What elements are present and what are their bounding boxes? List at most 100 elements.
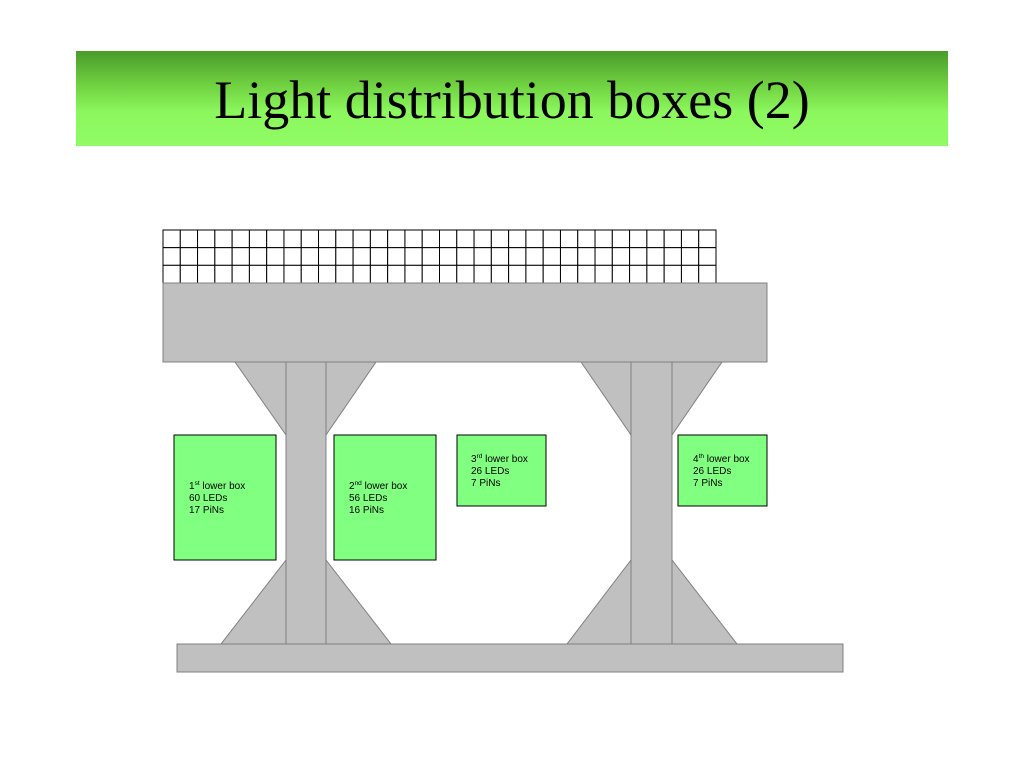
- grid-cell: [542, 247, 561, 266]
- lower-box-1: 1st lower box 60 LEDs 17 PiNs: [173, 434, 277, 561]
- grid-cell: [248, 229, 268, 249]
- grid-cell: [162, 247, 181, 266]
- lower-box-2-title: 2nd lower box: [349, 480, 407, 492]
- grid-cell: [629, 229, 648, 249]
- grid-cell: [680, 264, 700, 284]
- grid-cell: [231, 264, 250, 284]
- lower-box-1-pins: 17 PiNs: [189, 505, 224, 516]
- lower-box-2-pins: 16 PiNs: [349, 505, 384, 516]
- lower-box-3-rect: [456, 434, 547, 507]
- grid-cell: [197, 247, 216, 266]
- grid-cell: [508, 264, 527, 284]
- lower-box-3-title: 3rd lower box: [471, 453, 528, 465]
- grid-cell: [698, 247, 717, 266]
- grid-cell: [266, 264, 285, 284]
- grid-cell: [508, 229, 527, 249]
- grid-cell: [663, 247, 682, 266]
- grid-cell: [197, 264, 216, 284]
- lower-box-4-leds: 26 LEDs: [693, 466, 731, 477]
- lower-box-2-rect: [333, 434, 437, 561]
- grid-cell: [698, 264, 717, 284]
- grid-cell: [369, 229, 389, 249]
- top-beam: [162, 282, 768, 363]
- lower-box-1-title: 1st lower box: [189, 480, 245, 492]
- grid-cell: [629, 247, 648, 266]
- grid-cell: [231, 229, 250, 249]
- grid-cell: [352, 264, 371, 284]
- grid-cell: [611, 247, 631, 266]
- grid-cell: [214, 264, 233, 284]
- lower-box-2: 2nd lower box 56 LEDs 16 PiNs: [333, 434, 437, 561]
- grid-cell: [559, 264, 579, 284]
- lower-box-1-leds: 60 LEDs: [189, 493, 227, 504]
- lower-box-4: 4th lower box 26 LEDs 7 PiNs: [677, 434, 768, 507]
- lower-box-3-pins: 7 PiNs: [471, 478, 500, 489]
- right-support-column: [630, 361, 673, 645]
- grid-cell: [577, 229, 596, 249]
- lower-box-3-leds: 26 LEDs: [471, 466, 509, 477]
- grid-cell: [335, 229, 354, 249]
- grid-cell: [248, 264, 268, 284]
- grid-cell: [335, 264, 354, 284]
- grid-cell: [387, 247, 406, 266]
- grid-cell: [369, 264, 389, 284]
- title-bar: Light distribution boxes (2): [76, 51, 948, 146]
- grid-cell: [611, 264, 631, 284]
- grid-cell: [387, 229, 406, 249]
- grid-cell: [283, 247, 302, 266]
- slide-title: Light distribution boxes (2): [214, 69, 810, 130]
- grid-cell: [266, 247, 285, 266]
- grid-cell: [214, 229, 233, 249]
- grid-cell: [300, 247, 320, 266]
- lower-box-4-rect: [677, 434, 768, 507]
- grid-cell: [594, 264, 613, 284]
- grid-cell: [404, 264, 423, 284]
- left-support-column: [285, 361, 327, 645]
- grid-cell: [473, 264, 492, 284]
- grid-cell: [300, 264, 320, 284]
- grid-cell: [577, 264, 596, 284]
- grid-cell: [525, 247, 544, 266]
- grid-cell: [162, 229, 181, 249]
- lower-box-4-pins: 7 PiNs: [693, 478, 722, 489]
- grid-cell: [300, 229, 320, 249]
- grid-cell: [179, 247, 199, 266]
- grid-cell: [663, 264, 682, 284]
- grid-cell: [594, 229, 613, 249]
- grid-cell: [456, 247, 475, 266]
- grid-cell: [439, 264, 458, 284]
- grid-cell: [490, 247, 510, 266]
- grid-cell: [577, 247, 596, 266]
- bottom-beam: [176, 643, 844, 673]
- grid-cell: [197, 229, 216, 249]
- grid-cell: [404, 247, 423, 266]
- grid-cell: [611, 229, 631, 249]
- grid-cell: [318, 264, 337, 284]
- grid-cell: [525, 229, 544, 249]
- grid-cell: [559, 247, 579, 266]
- grid-cell: [352, 247, 371, 266]
- grid-cell: [680, 247, 700, 266]
- grid-cell: [352, 229, 371, 249]
- grid-cell: [456, 229, 475, 249]
- grid-cell: [663, 229, 682, 249]
- grid-cell: [266, 229, 285, 249]
- grid-cell: [231, 247, 250, 266]
- grid-cell: [439, 247, 458, 266]
- grid-cell: [318, 247, 337, 266]
- grid-cell: [248, 247, 268, 266]
- grid-cell: [179, 264, 199, 284]
- grid-cell: [646, 229, 665, 249]
- grid-cell: [214, 247, 233, 266]
- grid-cell: [335, 247, 354, 266]
- lower-box-2-leds: 56 LEDs: [349, 493, 387, 504]
- grid-cell: [594, 247, 613, 266]
- grid-cell: [698, 229, 717, 249]
- lower-box-4-title: 4th lower box: [693, 453, 750, 465]
- grid-cell: [473, 229, 492, 249]
- grid-cell: [646, 264, 665, 284]
- grid-cell: [646, 247, 665, 266]
- lower-box-1-rect: [173, 434, 277, 561]
- grid-cell: [318, 229, 337, 249]
